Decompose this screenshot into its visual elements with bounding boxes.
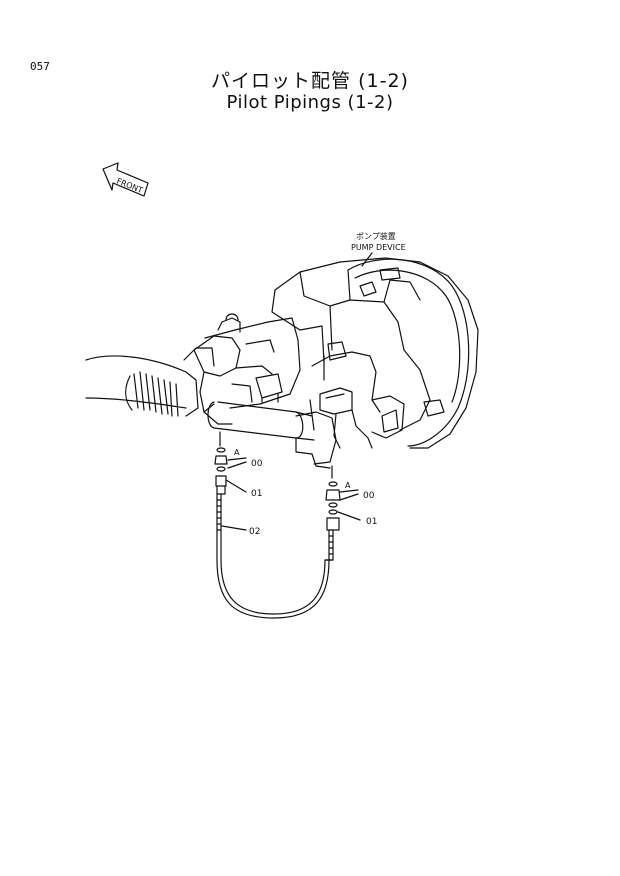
pump-device-label-en: PUMP DEVICE [351, 243, 406, 252]
label-part-01-left: 01 [251, 489, 262, 499]
pump-cylinder-body [183, 313, 301, 425]
label-part-00-left: 00 [251, 459, 263, 469]
leader-a-right [339, 489, 359, 493]
label-part-02: 02 [249, 527, 260, 537]
title-english: Pilot Pipings (1-2) [226, 92, 394, 113]
left-pilot-fitting [214, 431, 228, 495]
pump-housing [271, 257, 479, 449]
front-arrow-icon: FRONT [102, 162, 149, 197]
leader-a-right-2 [339, 493, 359, 501]
pump-device-label-jp: ポンプ装置 [356, 231, 396, 241]
leader-01-left [225, 479, 247, 493]
leader-01-right [337, 511, 361, 521]
title-japanese: パイロット配管 (1-2) [211, 70, 409, 92]
pilot-hose [216, 493, 334, 619]
label-a-left: A [234, 448, 240, 457]
label-part-00-right: 00 [363, 491, 375, 501]
label-part-01-right: 01 [366, 517, 377, 527]
right-valve-block [309, 341, 405, 449]
leader-02 [221, 525, 247, 531]
crossover-pipe [203, 401, 337, 469]
label-a-right: A [345, 481, 351, 490]
engine-side-tube [85, 355, 199, 417]
right-pilot-fitting [325, 465, 341, 531]
page-number: 057 [30, 60, 50, 73]
leader-a-left-2 [227, 461, 247, 469]
leader-a-left [227, 457, 247, 461]
